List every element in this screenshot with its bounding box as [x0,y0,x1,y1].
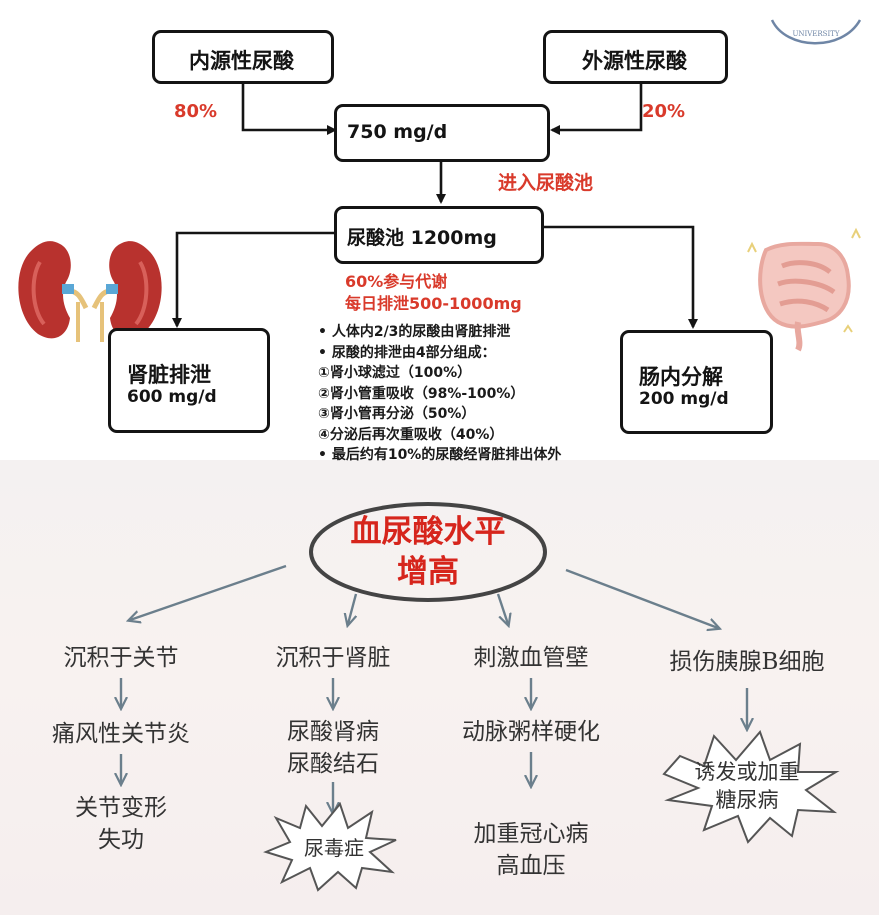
university-logo: UNIVERSITY [770,19,862,45]
svg-text:UNIVERSITY: UNIVERSITY [792,30,839,38]
excretion-notes: • 人体内2/3的尿酸由肾脏排泄 • 尿酸的排泄由4部分组成： ①肾小球滤过（1… [318,322,561,466]
gut-title: 肠内分解 [639,365,723,389]
gut-amount: 200 mg/d [639,389,729,409]
arrow-branch-kidney [348,593,356,624]
burst-diabetes-label: 诱发或加重 糖尿病 [680,758,814,814]
lower-panel-background [0,460,879,915]
burst-uremia [263,801,397,892]
note-line: • 尿酸的排泄由4部分组成： [318,344,496,361]
note-line: ②肾小管重吸收（98%-100%） [318,385,525,402]
arrow-branch-joints [130,564,287,620]
kidneys-illustration [18,241,162,342]
note-line: • 最后约有10%的尿酸经肾脏排出体外 [318,447,562,463]
kidney-amount: 600 mg/d [127,387,217,407]
branch-joints-title: 沉积于关节 [63,645,179,671]
center-title-line2: 增高 [397,554,459,590]
branch-joints-step2-line1: 关节变形 [75,795,167,821]
note-line: • 人体内2/3的尿酸由肾脏排泄 [318,324,511,340]
intestine-illustration [747,227,861,352]
branch-kidney-step1-line2: 尿酸结石 [287,751,379,777]
branch-vessels-step2: 加重冠心病 高血压 [460,818,602,882]
exogenous-box: 外源性尿酸 [543,30,728,84]
daily-excretion-label: 每日排泄500-1000mg [345,294,522,313]
daily-amount-box: 750 mg/d [334,104,550,162]
arrow-to-gut [544,225,698,329]
center-title: 血尿酸水平 增高 [345,512,511,592]
branch-vessels-step2-line1: 加重冠心病 [473,821,589,847]
pct-exogenous: 20% [642,101,686,122]
exogenous-label: 外源性尿酸 [582,49,687,73]
pool-box: 尿酸池 1200mg [334,206,544,264]
branch-joints-step1: 痛风性关节炎 [52,721,190,747]
note-line: ④分泌后再次重吸收（40%） [318,426,504,443]
arrow-branch-pancreas [565,568,718,628]
branch-kidney-step1: 尿酸肾病 尿酸结石 [268,716,398,780]
branch-vessels-step2-line2: 高血压 [496,853,566,879]
burst-diabetes [662,730,840,844]
branch-kidney-step1-line1: 尿酸肾病 [287,719,379,745]
arrow-branch-vessels [496,593,508,624]
gut-box: 肠内分解 200 mg/d [620,330,773,434]
branch-vessels-title: 刺激血管壁 [473,645,589,671]
top-connectors [172,84,698,329]
burst-uremia-label: 尿毒症 [304,836,364,860]
note-line: ③肾小管再分泌（50%） [318,406,476,422]
arrow-exogenous [550,84,643,135]
metabolism-label: 60%参与代谢 [345,272,448,291]
enter-pool-label: 进入尿酸池 [498,172,594,194]
kidney-title: 肾脏排泄 [127,363,211,387]
pool-label: 尿酸池 1200mg [347,227,497,249]
branch-kidney-title: 沉积于肾脏 [275,645,391,671]
arrow-endogenous [241,84,337,135]
arrow-to-kidney [172,231,336,328]
endogenous-label: 内源性尿酸 [189,49,294,73]
pct-endogenous: 80% [174,101,218,122]
center-ellipse [309,502,547,602]
center-title-line1: 血尿酸水平 [350,514,506,550]
bottom-connectors [121,564,747,812]
burst-diabetes-line1: 诱发或加重 [694,760,800,784]
branch-pancreas-title: 损伤胰腺B细胞 [669,649,825,675]
branch-joints-step2: 关节变形 失功 [60,792,182,856]
daily-amount-label: 750 mg/d [347,121,448,143]
burst-diabetes-line2: 糖尿病 [715,788,779,812]
branch-vessels-step1: 动脉粥样硬化 [462,719,600,745]
branch-joints-step2-line2: 失功 [98,827,144,853]
note-line: ①肾小球滤过（100%） [318,365,472,381]
endogenous-box: 内源性尿酸 [152,30,334,84]
kidney-box: 肾脏排泄 600 mg/d [108,328,270,433]
